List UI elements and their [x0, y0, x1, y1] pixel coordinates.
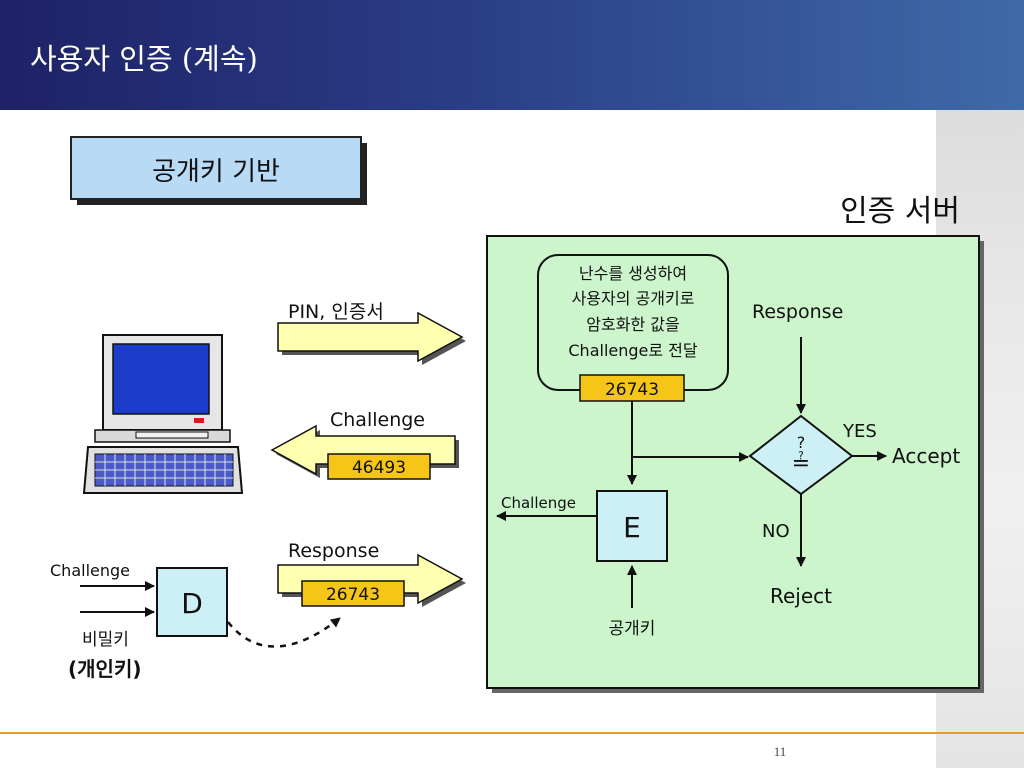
category-label: 공개키 기반	[152, 157, 280, 187]
process-note-line-2: 사용자의 공개키로	[572, 289, 695, 308]
challenge-arrow: Challenge 46493	[270, 409, 459, 480]
response-label: Response	[288, 540, 379, 562]
footer-line	[0, 732, 1024, 734]
challenge-value: 46493	[352, 458, 406, 478]
server-response-label: Response	[752, 301, 843, 323]
compare-decision: ? ≟	[748, 414, 854, 496]
pin-certificate-arrow: PIN, 인증서	[277, 301, 466, 365]
encrypt-box: E	[596, 490, 668, 562]
compare-question: ?	[797, 433, 806, 452]
response-arrow: Response 26743	[277, 540, 466, 607]
private-key-note: (개인키)	[68, 657, 141, 681]
page-number: 11	[773, 744, 787, 759]
public-key-label: 공개키	[609, 619, 656, 639]
process-note: 난수를 생성하여 사용자의 공개키로 암호화한 값을 Challenge로 전달…	[537, 254, 729, 402]
accept-label: Accept	[892, 444, 960, 468]
computer-icon	[82, 334, 244, 494]
encrypt-box-label: E	[623, 511, 641, 544]
flow-connectors	[80, 337, 887, 648]
category-box: 공개키 기반	[70, 136, 367, 205]
slide-header: 사용자 인증 (계속)	[0, 0, 1024, 110]
pin-certificate-label: PIN, 인증서	[288, 301, 384, 323]
encrypt-challenge-label: Challenge	[501, 494, 576, 512]
challenge-label: Challenge	[330, 409, 425, 431]
reject-label: Reject	[770, 584, 832, 608]
decrypt-box: D	[156, 567, 228, 637]
yes-label: YES	[842, 421, 877, 442]
process-note-line-1: 난수를 생성하여	[579, 264, 687, 283]
no-label: NO	[762, 521, 790, 542]
compare-symbol: ≟	[792, 451, 810, 476]
decrypt-box-label: D	[181, 587, 203, 620]
slide-title: 사용자 인증 (계속)	[30, 42, 258, 76]
process-note-line-4: Challenge로 전달	[568, 341, 698, 360]
private-key-label: 비밀키	[82, 630, 129, 650]
decrypt-challenge-label: Challenge	[50, 561, 130, 580]
process-note-value: 26743	[605, 380, 659, 400]
process-note-line-3: 암호화한 값을	[586, 315, 679, 334]
server-label: 인증 서버	[840, 194, 960, 229]
response-value: 26743	[326, 585, 380, 605]
